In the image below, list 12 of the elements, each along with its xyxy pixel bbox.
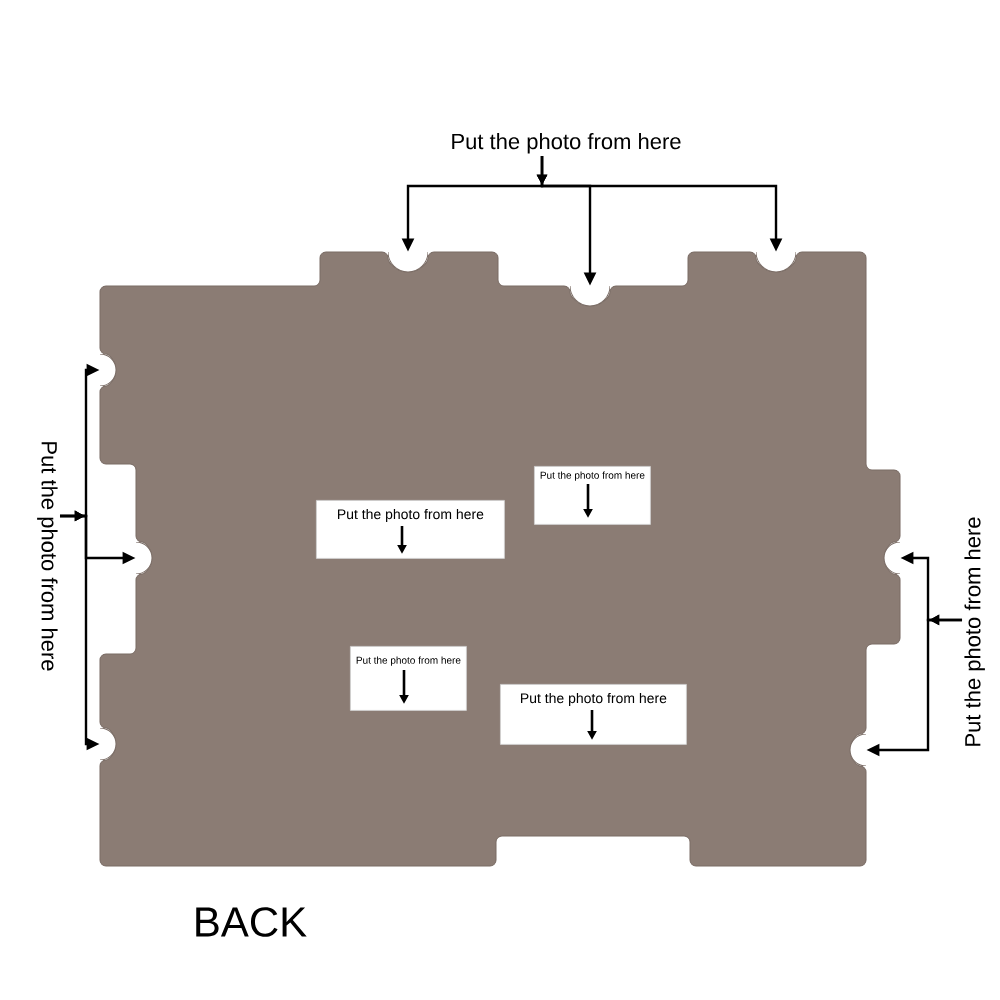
notch — [570, 286, 610, 306]
instruction-text: Put the photo from here — [452, 133, 681, 154]
notch — [388, 252, 428, 272]
notch — [100, 354, 116, 386]
instruction-text: Put the photo from here — [37, 442, 58, 671]
notch — [884, 542, 900, 574]
notch — [100, 728, 116, 760]
view-label: BACK — [196, 907, 307, 937]
notch — [136, 542, 152, 574]
notch — [850, 734, 866, 766]
instruction-text: Put the photo from here — [964, 517, 985, 746]
notch — [756, 252, 796, 272]
